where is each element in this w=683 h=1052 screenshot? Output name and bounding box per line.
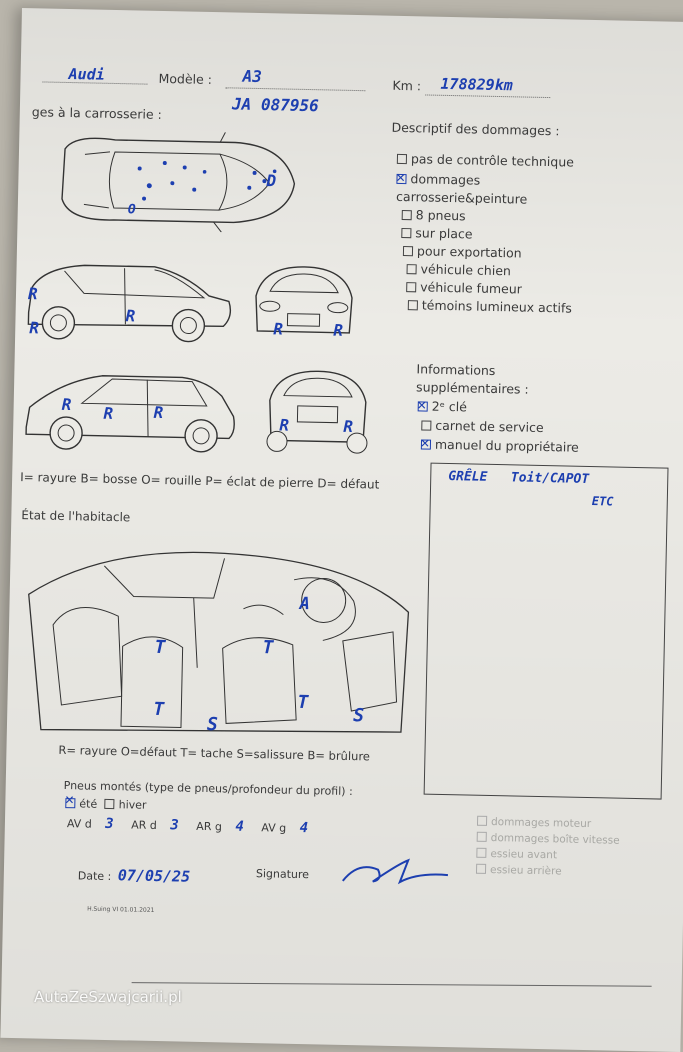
- mark-r-2: R: [29, 318, 40, 338]
- interior-mark-s-2: S: [353, 705, 365, 727]
- notes-box[interactable]: [423, 462, 669, 800]
- interior-mark-a: A: [299, 593, 311, 615]
- site-watermark: AutaZeSzwajcarii.pl: [34, 988, 182, 1006]
- interior-mark-t-2: T: [262, 637, 274, 659]
- date-value: 07/05/25: [117, 866, 191, 886]
- season-ete[interactable]: été: [65, 797, 97, 811]
- inspection-form-sheet: Audi Modèle : A3 Km : 178829km JA 087956…: [0, 8, 683, 1052]
- car-side-left-view: [27, 264, 232, 343]
- mark-r-5: R: [333, 320, 344, 340]
- model-value: A3: [242, 66, 263, 87]
- mark-r-10: R: [343, 416, 354, 437]
- damage-description-title: Descriptif des dommages :: [391, 119, 560, 139]
- extra-damage-list: dommages moteur dommages boîte vitesse e…: [475, 814, 620, 881]
- car-side-right-view: [25, 375, 235, 453]
- ar-g-value: 4: [235, 818, 245, 835]
- notes-line-1: GRÊLE Toit/CAPOT: [448, 469, 590, 487]
- plate-value: JA 087956: [231, 94, 319, 116]
- date-label: Date :: [77, 869, 112, 884]
- interior-mark-s-1: S: [206, 714, 219, 736]
- interior-legend: R= rayure O=défaut T= tache S=salissure …: [58, 742, 371, 764]
- tire-depths: AV d 3 AR d 3 AR g 4 AV g 4: [67, 815, 309, 836]
- ar-d-value: 3: [170, 817, 179, 834]
- av-g-label: AV g: [261, 821, 287, 835]
- notes-line-2: ETC: [591, 494, 614, 509]
- season-hiver[interactable]: hiver: [104, 798, 147, 812]
- av-d-value: 3: [105, 815, 114, 833]
- body-legend: I= rayure B= bosse O= rouille P= éclat d…: [20, 470, 380, 492]
- damage-description-list: pas de contrôle technique dommages carro…: [394, 150, 587, 318]
- item-owner-manual[interactable]: manuel du propriétaire: [420, 434, 579, 456]
- bodywork-section-title: ges à la carrosserie :: [31, 104, 162, 122]
- brand-dots: [42, 80, 148, 85]
- item-bodywork-damage[interactable]: dommages carrosserie&peinture: [396, 170, 587, 210]
- interior-mark-t-3: T: [153, 698, 165, 721]
- mark-r-9: R: [279, 415, 290, 435]
- model-label: Modèle :: [158, 70, 213, 87]
- mark-r-6: R: [61, 394, 72, 415]
- interior-mark-t-1: T: [154, 636, 166, 659]
- ar-d-label: AR d: [131, 818, 157, 833]
- model-dots: [225, 86, 366, 92]
- item-rear-axle[interactable]: essieu arrière: [475, 862, 619, 881]
- car-rear-view: [266, 370, 368, 454]
- interior-drawing: [28, 551, 410, 733]
- av-d-label: AV d: [66, 817, 92, 831]
- signature-label: Signature: [255, 867, 310, 882]
- mark-r-1: R: [27, 284, 38, 304]
- tires-season: été hiver: [65, 797, 147, 812]
- interior-mark-t-4: T: [297, 691, 309, 714]
- av-g-value: 4: [299, 819, 309, 837]
- mark-r-7: R: [103, 403, 114, 423]
- car-front-view: [255, 266, 353, 334]
- bottom-rule: [131, 982, 652, 987]
- item-warning-lights[interactable]: témoins lumineux actifs: [407, 296, 584, 318]
- mark-r-3: R: [125, 306, 136, 326]
- mark-d-top: D: [266, 171, 277, 191]
- extra-info-list: 2ᵉ clé carnet de service manuel du propr…: [417, 396, 580, 456]
- mark-o-top: O: [127, 202, 136, 218]
- item-no-technical-control[interactable]: pas de contrôle technique: [396, 150, 587, 172]
- extra-info-title: Informations supplémentaires :: [415, 361, 529, 397]
- form-reference: H.Suing VI 01.01.2021: [87, 905, 155, 914]
- ar-g-label: AR g: [196, 819, 223, 834]
- mark-r-4: R: [273, 319, 284, 339]
- km-label: Km :: [392, 77, 422, 94]
- km-dots: [425, 93, 551, 99]
- km-value: 178829km: [440, 74, 513, 95]
- tires-title: Pneus montés (type de pneus/profondeur d…: [63, 779, 353, 799]
- car-top-view: [61, 132, 296, 233]
- interior-title: État de l'habitacle: [21, 508, 131, 525]
- mark-r-8: R: [153, 402, 164, 423]
- signature-mark: [342, 858, 449, 885]
